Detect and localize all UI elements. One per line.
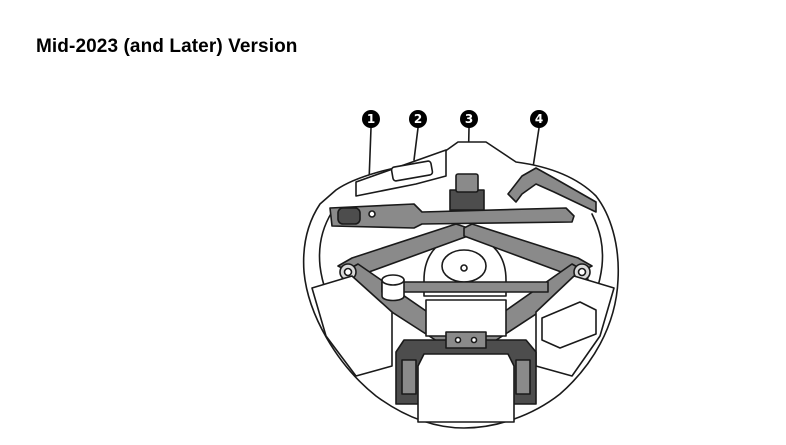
callout-badge-4: 4 xyxy=(530,110,548,128)
right-foam-slot xyxy=(541,301,597,349)
front-bracket-top xyxy=(445,331,487,349)
spare-tire-compartment-illustration: 1 2 3 4 xyxy=(296,104,630,434)
jack-handle-end-cap xyxy=(337,207,361,225)
center-dome-hole xyxy=(460,264,468,272)
right-pivot-center xyxy=(577,267,587,277)
jack-handle-bar xyxy=(329,203,575,229)
center-bracket xyxy=(449,189,485,211)
left-foam-block xyxy=(311,275,393,377)
front-center-support xyxy=(425,299,507,337)
callout-badge-3: 3 xyxy=(460,110,478,128)
callout-badge-1: 1 xyxy=(362,110,380,128)
front-bracket-hole-left xyxy=(454,336,462,344)
small-cylinder-top xyxy=(381,274,405,286)
callout-badge-2: 2 xyxy=(409,110,427,128)
page-title: Mid-2023 (and Later) Version xyxy=(36,36,298,57)
front-clip-left xyxy=(401,359,417,395)
callout-leader-2 xyxy=(413,127,419,161)
front-bracket-window xyxy=(417,353,515,423)
jack-handle-hole xyxy=(368,210,376,218)
center-bracket-top xyxy=(455,173,479,193)
front-bracket-hole-right xyxy=(470,336,478,344)
back-wall-label-slot xyxy=(390,160,434,182)
left-pivot-center xyxy=(343,267,353,277)
front-clip-right xyxy=(515,359,531,395)
compartment-drawing xyxy=(302,127,620,429)
right-strap-hook xyxy=(507,167,597,213)
